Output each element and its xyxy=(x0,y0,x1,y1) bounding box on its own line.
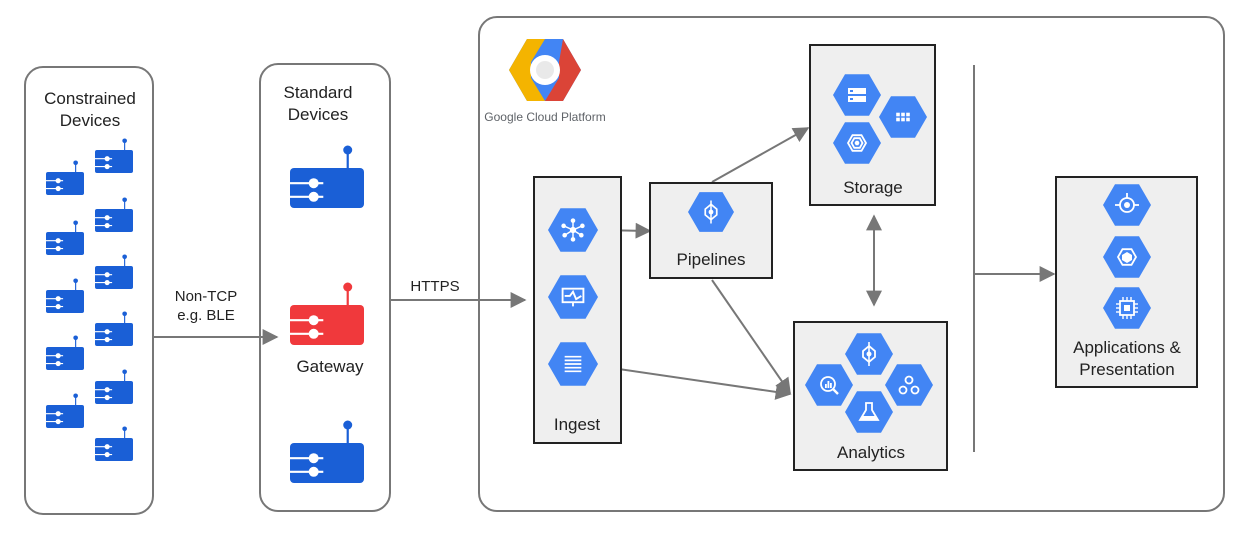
logging-icon xyxy=(548,342,598,386)
constrained-devices-panel xyxy=(24,66,154,515)
nontcp-label-line2: e.g. BLE xyxy=(177,307,235,324)
arrow-ingest-to-analytics xyxy=(597,365,792,400)
pipelines-label: Pipelines xyxy=(677,250,746,269)
constrained-device-icon xyxy=(46,160,84,195)
analytics-label: Analytics xyxy=(837,443,905,462)
dataproc-icon xyxy=(885,364,933,406)
pubsub-icon xyxy=(548,208,598,252)
arrow-pipelines-to-storage xyxy=(711,127,810,183)
constrained-device-icon xyxy=(95,369,133,404)
datastore-icon xyxy=(879,96,927,138)
bigquery-icon xyxy=(805,364,853,406)
dataflow-icon xyxy=(845,333,893,375)
constrained-device-icon xyxy=(95,426,133,461)
standard-title-line2: Devices xyxy=(288,105,348,124)
constrained-device-icon xyxy=(95,197,133,232)
constrained-device-icons xyxy=(46,138,133,461)
container-engine-icon xyxy=(1103,236,1151,278)
ingest-label: Ingest xyxy=(554,415,601,434)
standard-device-icons xyxy=(290,145,364,483)
constrained-device-icon xyxy=(46,335,84,370)
constrained-device-icon xyxy=(46,278,84,313)
standard-title-line1: Standard xyxy=(284,83,353,102)
constrained-title-line2: Devices xyxy=(60,111,120,130)
constrained-title-line1: Constrained xyxy=(44,89,136,108)
gcp-panel xyxy=(478,16,1225,512)
arrow-pipelines-to-analytics xyxy=(711,279,791,395)
constrained-device-icon xyxy=(95,311,133,346)
datalab-icon xyxy=(845,391,893,433)
service-icons xyxy=(548,74,1151,433)
monitoring-icon xyxy=(548,275,598,319)
standard-device-icon xyxy=(290,420,364,483)
storage-label: Storage xyxy=(843,178,903,197)
constrained-device-icon xyxy=(46,393,84,428)
standard-device-icon xyxy=(290,145,364,208)
https-label: HTTPS xyxy=(410,278,459,295)
constrained-device-icon xyxy=(95,254,133,289)
app-engine-icon xyxy=(1103,184,1151,226)
dataflow-icon xyxy=(688,192,734,232)
constrained-device-icon xyxy=(95,138,133,173)
constrained-device-icon xyxy=(46,220,84,255)
apps-label-line2: Presentation xyxy=(1079,360,1174,379)
nontcp-label-line1: Non-TCP xyxy=(175,288,238,305)
cloud-storage-icon xyxy=(833,74,881,116)
bigtable-icon xyxy=(833,122,881,164)
gateway-label: Gateway xyxy=(296,357,364,376)
apps-label-line1: Applications & xyxy=(1073,338,1181,357)
gcp-logo xyxy=(509,39,581,101)
gcp-name: Google Cloud Platform xyxy=(484,110,605,124)
compute-engine-icon xyxy=(1103,287,1151,329)
gateway-device-icon xyxy=(290,282,364,345)
